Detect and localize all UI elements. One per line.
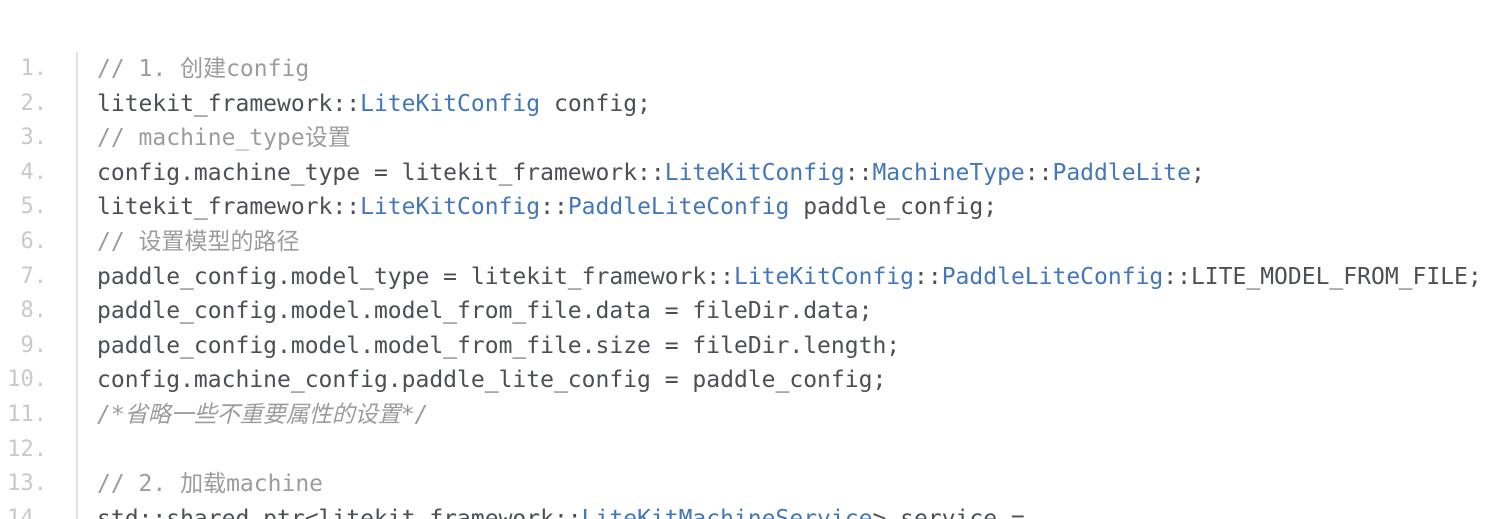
code-line: 14.std::shared_ptr<litekit_framework::Li… — [0, 501, 1488, 519]
type-token: MachineType — [872, 159, 1025, 186]
line-content: paddle_config.model.model_from_file.size… — [78, 329, 1488, 364]
code-line: 7. paddle_config.model_type = litekit_fra… — [0, 259, 1488, 295]
type-token: LiteKitMachineService — [581, 505, 873, 519]
line-content: std::shared_ptr<litekit_framework::LiteK… — [78, 502, 1488, 519]
code-line: 1. // 1. 创建config — [0, 52, 1488, 87]
code-line: 4. config.machine_type = litekit_framewor… — [0, 155, 1488, 191]
line-number: 1. — [0, 52, 78, 87]
line-content: /*省略一些不重要属性的设置*/ — [78, 398, 1488, 433]
line-content: paddle_config.model_type = litekit_frame… — [78, 260, 1488, 295]
code-line: 13. // 2. 加载machine — [0, 467, 1488, 502]
type-token: LiteKitConfig — [733, 263, 914, 290]
code-token: litekit_framework:: — [97, 194, 361, 221]
line-content: litekit_framework::LiteKitConfig::Paddle… — [78, 190, 1488, 225]
code-line: 11. /*省略一些不重要属性的设置*/ — [0, 397, 1488, 433]
line-number: 8. — [0, 294, 78, 329]
line-number: 6. — [0, 224, 78, 260]
line-content: // machine_type设置 — [78, 121, 1488, 156]
comment-token: // 设置模型的路径 — [97, 228, 300, 255]
line-number: 3. — [0, 121, 78, 156]
line-content: // 1. 创建config — [78, 52, 1488, 87]
comment-token: // 1. 创建config — [97, 56, 310, 82]
type-token: LiteKitConfig — [360, 90, 541, 117]
line-number: 14. — [0, 501, 78, 519]
code-token: :: — [1024, 159, 1053, 186]
line-number: 4. — [0, 155, 78, 191]
code-line: 2.litekit_framework::LiteKitConfig confi… — [0, 86, 1488, 122]
line-number: 10. — [0, 363, 78, 398]
code-line: 8. paddle_config.model.model_from_file.da… — [0, 294, 1488, 329]
code-token: :: — [844, 159, 873, 186]
code-line: 5.litekit_framework::LiteKitConfig::Padd… — [0, 190, 1488, 225]
code-token: paddle_config.model.model_from_file.data… — [97, 298, 873, 325]
comment-token: // 2. 加载machine — [97, 471, 324, 498]
line-content: paddle_config.model.model_from_file.data… — [78, 294, 1488, 329]
code-token: paddle_config.model_type = litekit_frame… — [97, 263, 734, 290]
code-token: config.machine_config.paddle_lite_config… — [97, 367, 887, 394]
code-token: config.machine_type = litekit_framework:… — [97, 159, 665, 186]
code-token: ; — [1190, 159, 1205, 186]
line-number: 12. — [0, 432, 78, 468]
line-content: config.machine_type = litekit_framework:… — [78, 156, 1488, 191]
line-content: // 设置模型的路径 — [78, 225, 1488, 260]
type-token: PaddleLite — [1052, 159, 1191, 186]
code-token: paddle_config; — [789, 194, 998, 221]
code-line: 9. paddle_config.model.model_from_file.si… — [0, 328, 1488, 364]
comment-token: // machine_type设置 — [97, 125, 351, 152]
code-token: config; — [540, 90, 651, 117]
line-number: 5. — [0, 190, 78, 225]
line-content: // 2. 加载machine — [78, 467, 1488, 502]
line-number: 13. — [0, 467, 78, 502]
code-token: paddle_config.model.model_from_file.size… — [97, 332, 901, 359]
code-token: ::LITE_MODEL_FROM_FILE; — [1163, 263, 1482, 290]
line-number: 11. — [0, 397, 78, 433]
type-token: LiteKitConfig — [664, 159, 845, 186]
line-content: config.machine_config.paddle_lite_config… — [78, 363, 1488, 398]
line-content: litekit_framework::LiteKitConfig config; — [78, 87, 1488, 122]
code-token: std::shared_ptr<litekit_framework:: — [97, 505, 582, 519]
type-token: PaddleLiteConfig — [941, 263, 1164, 290]
code-token: :: — [540, 194, 568, 221]
code-token: litekit_framework:: — [97, 90, 361, 117]
comment-token: /*省略一些不重要属性的设置*/ — [97, 401, 429, 428]
code-line: 10. config.machine_config.paddle_lite_con… — [0, 363, 1488, 398]
type-token: PaddleLiteConfig — [567, 194, 790, 221]
type-token: LiteKitConfig — [360, 194, 541, 221]
code-token: :: — [914, 263, 942, 290]
line-number: 2. — [0, 86, 78, 122]
code-line: 6. // 设置模型的路径 — [0, 224, 1488, 260]
code-line: 3. // machine_type设置 — [0, 121, 1488, 156]
line-number: 7. — [0, 259, 78, 295]
code-line: 12. — [0, 432, 1488, 468]
code-token: > service = — [872, 505, 1025, 519]
line-number: 9. — [0, 328, 78, 364]
